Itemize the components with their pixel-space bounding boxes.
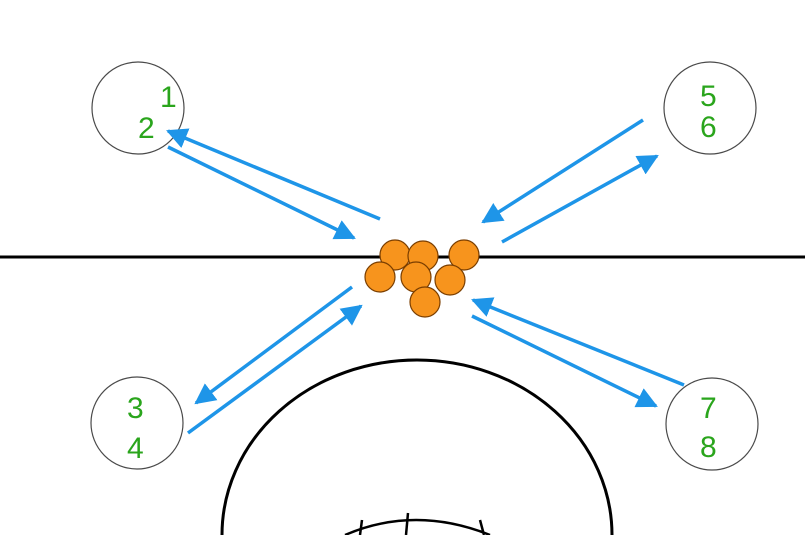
- inner-tick-right: [478, 519, 486, 535]
- station-number: 6: [700, 111, 717, 144]
- ball: [364, 261, 396, 293]
- station-number: 4: [127, 432, 144, 465]
- arrow-center-to-top-left: [166, 128, 381, 221]
- station-number: 2: [138, 112, 155, 145]
- center-circle-arc: [220, 358, 614, 535]
- station-number: 3: [127, 392, 144, 425]
- arrow-bottom-left-to-center: [186, 304, 363, 435]
- station-number: 7: [700, 392, 717, 425]
- ball: [448, 239, 480, 271]
- arrow-center-to-top-right: [501, 154, 659, 244]
- station-number: 1: [160, 81, 177, 114]
- arrow-center-to-bottom-right: [471, 314, 658, 408]
- arrow-bottom-right-to-center: [471, 297, 685, 387]
- station-top-right: 5 6: [663, 61, 757, 155]
- station-number: 5: [700, 80, 717, 113]
- station-number: 8: [700, 431, 717, 464]
- ball-cluster: [364, 239, 480, 318]
- inner-tick-left: [358, 519, 364, 535]
- station-bottom-left: 3 4: [90, 376, 184, 470]
- arrow-top-right-to-center: [481, 118, 644, 224]
- ball: [409, 286, 441, 318]
- inner-tick-mid: [404, 512, 410, 535]
- arrow-center-to-bottom-left: [194, 285, 354, 405]
- station-top-left: 1 2: [91, 61, 185, 155]
- ball: [434, 264, 466, 296]
- arrow-top-left-to-center: [167, 145, 356, 240]
- station-bottom-right: 7 8: [665, 377, 759, 471]
- inner-arc: [344, 518, 491, 535]
